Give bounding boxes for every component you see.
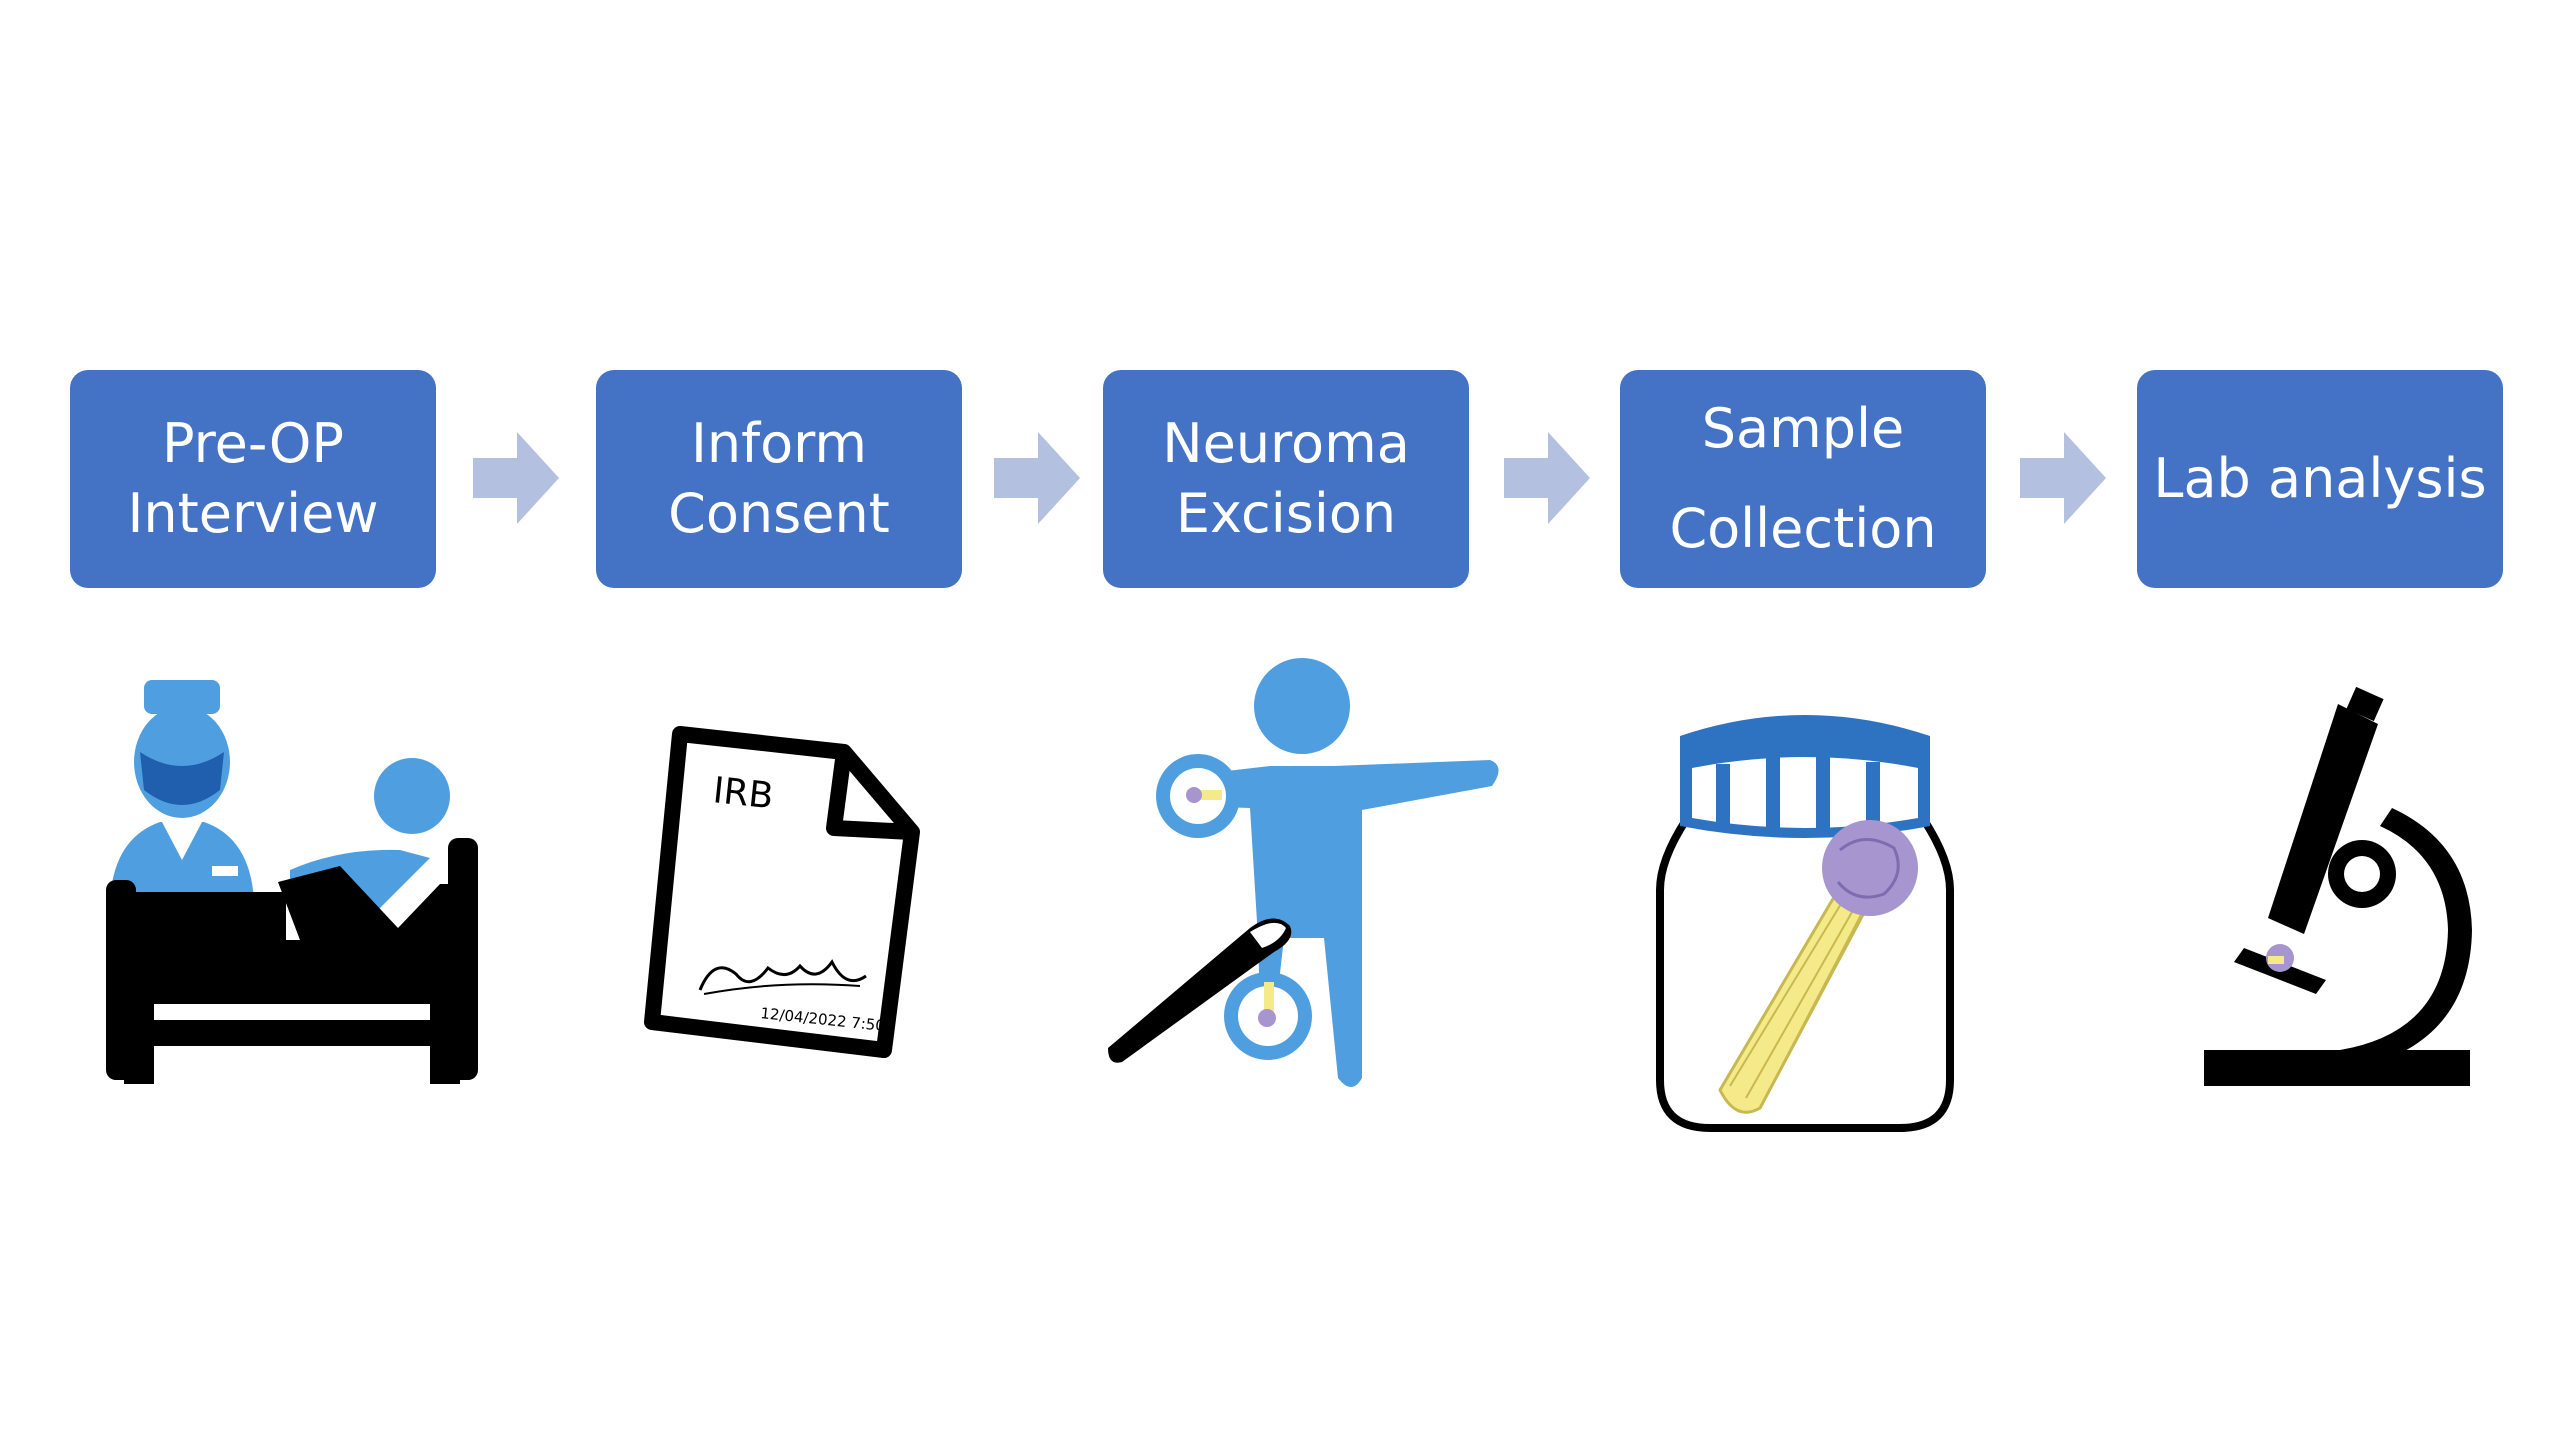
step-lab-analysis: Lab analysis — [2137, 370, 2503, 588]
step-label: Pre-OP Interview — [127, 412, 379, 545]
microscope-icon — [2204, 686, 2472, 1086]
consent-document-icon: IRB 12/04/2022 7:50 — [644, 726, 920, 1058]
step-label: Lab analysis — [2153, 447, 2487, 510]
document-title: IRB — [711, 770, 775, 817]
step-label: Neuroma Excision — [1162, 412, 1410, 545]
step-neuroma-excision: Neuroma Excision — [1103, 370, 1469, 588]
flow-arrow — [1504, 432, 1590, 524]
specimen-jar-icon — [1656, 715, 1954, 1132]
step-sample-collection: Sample Collection — [1620, 370, 1986, 588]
step-label: Sample Collection — [1669, 397, 1937, 560]
step-inform-consent: Inform Consent — [596, 370, 962, 588]
step-preop-interview: Pre-OP Interview — [70, 370, 436, 588]
step-label: Inform Consent — [668, 412, 890, 545]
doctor-patient-icon — [106, 680, 478, 1084]
flow-arrow — [473, 432, 559, 524]
flow-arrow — [994, 432, 1080, 524]
flow-arrow — [2020, 432, 2106, 524]
excision-figure-icon — [1108, 658, 1499, 1087]
